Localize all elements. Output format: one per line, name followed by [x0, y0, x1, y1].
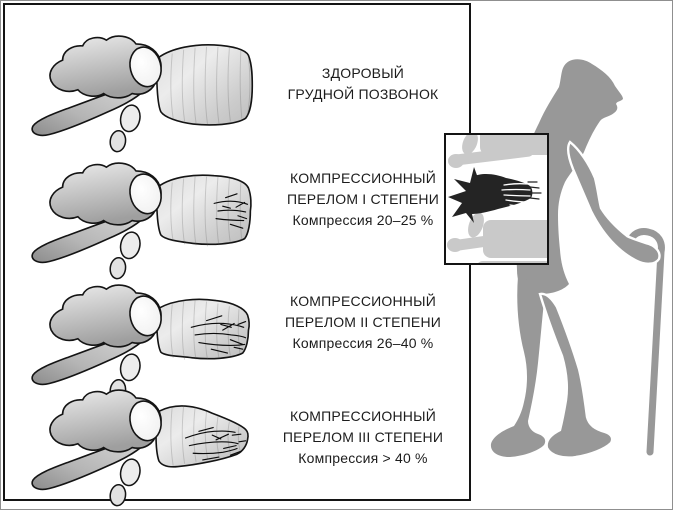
- silhouette-back-leg: [490, 276, 546, 457]
- label-line-2: ПЕРЕЛОМ III СТЕПЕНИ: [282, 429, 444, 445]
- label-compression-value: Компрессия > 40 %: [298, 450, 428, 466]
- grade2-compression-fracture-vertebra-icon: [11, 272, 261, 403]
- label-compression-value: Компрессия 20–25 %: [292, 212, 434, 228]
- silhouette-arm-hand: [566, 140, 661, 265]
- grade3-compression-fracture-vertebra-icon: [11, 377, 261, 508]
- label-line-2: ПЕРЕЛОМ II СТЕПЕНИ: [284, 314, 442, 330]
- grade1-compression-fracture-vertebra-icon: [11, 150, 261, 281]
- fracture-streaks: [501, 183, 531, 208]
- healthy-thoracic-vertebra-icon: [11, 23, 261, 154]
- label-line-1: КОМПРЕССИОННЫЙ: [290, 293, 436, 309]
- vertebral-body: [155, 298, 250, 360]
- silhouette-front-leg: [538, 292, 614, 459]
- vertebral-body: [155, 174, 252, 246]
- label-line-1: КОМПРЕССИОННЫЙ: [290, 170, 436, 186]
- spine-with-compressed-vertebra-inset-icon: [444, 133, 549, 265]
- label-line-1: ЗДОРОВЫЙ: [321, 65, 405, 81]
- cane-icon: [626, 228, 665, 456]
- label-grade3: КОМПРЕССИОННЫЙ ПЕРЕЛОМ III СТЕПЕНИ Компр…: [257, 406, 469, 469]
- fracture-cracks: [213, 193, 249, 229]
- label-line-1: КОМПРЕССИОННЫЙ: [290, 408, 436, 424]
- label-compression-value: Компрессия 26–40 %: [292, 335, 434, 351]
- vertebral-body: [155, 43, 254, 126]
- fractured-vertebra: [448, 167, 533, 223]
- label-grade2: КОМПРЕССИОННЫЙ ПЕРЕЛОМ II СТЕПЕНИ Компре…: [257, 291, 469, 354]
- vertebral-body: [155, 405, 249, 468]
- fracture-cracks: [184, 426, 247, 461]
- label-line-2: ПЕРЕЛОМ I СТЕПЕНИ: [287, 191, 439, 207]
- label-healthy: ЗДОРОВЫЙ ГРУДНОЙ ПОЗВОНОК: [257, 63, 469, 105]
- label-line-2: ГРУДНОЙ ПОЗВОНОК: [287, 86, 439, 102]
- label-grade1: КОМПРЕССИОННЫЙ ПЕРЕЛОМ I СТЕПЕНИ Компрес…: [257, 168, 469, 231]
- fracture-stages-panel: ЗДОРОВЫЙ ГРУДНОЙ ПОЗВОНОК КОМПРЕССИОННЫЙ…: [3, 3, 471, 508]
- fracture-cracks: [190, 315, 247, 354]
